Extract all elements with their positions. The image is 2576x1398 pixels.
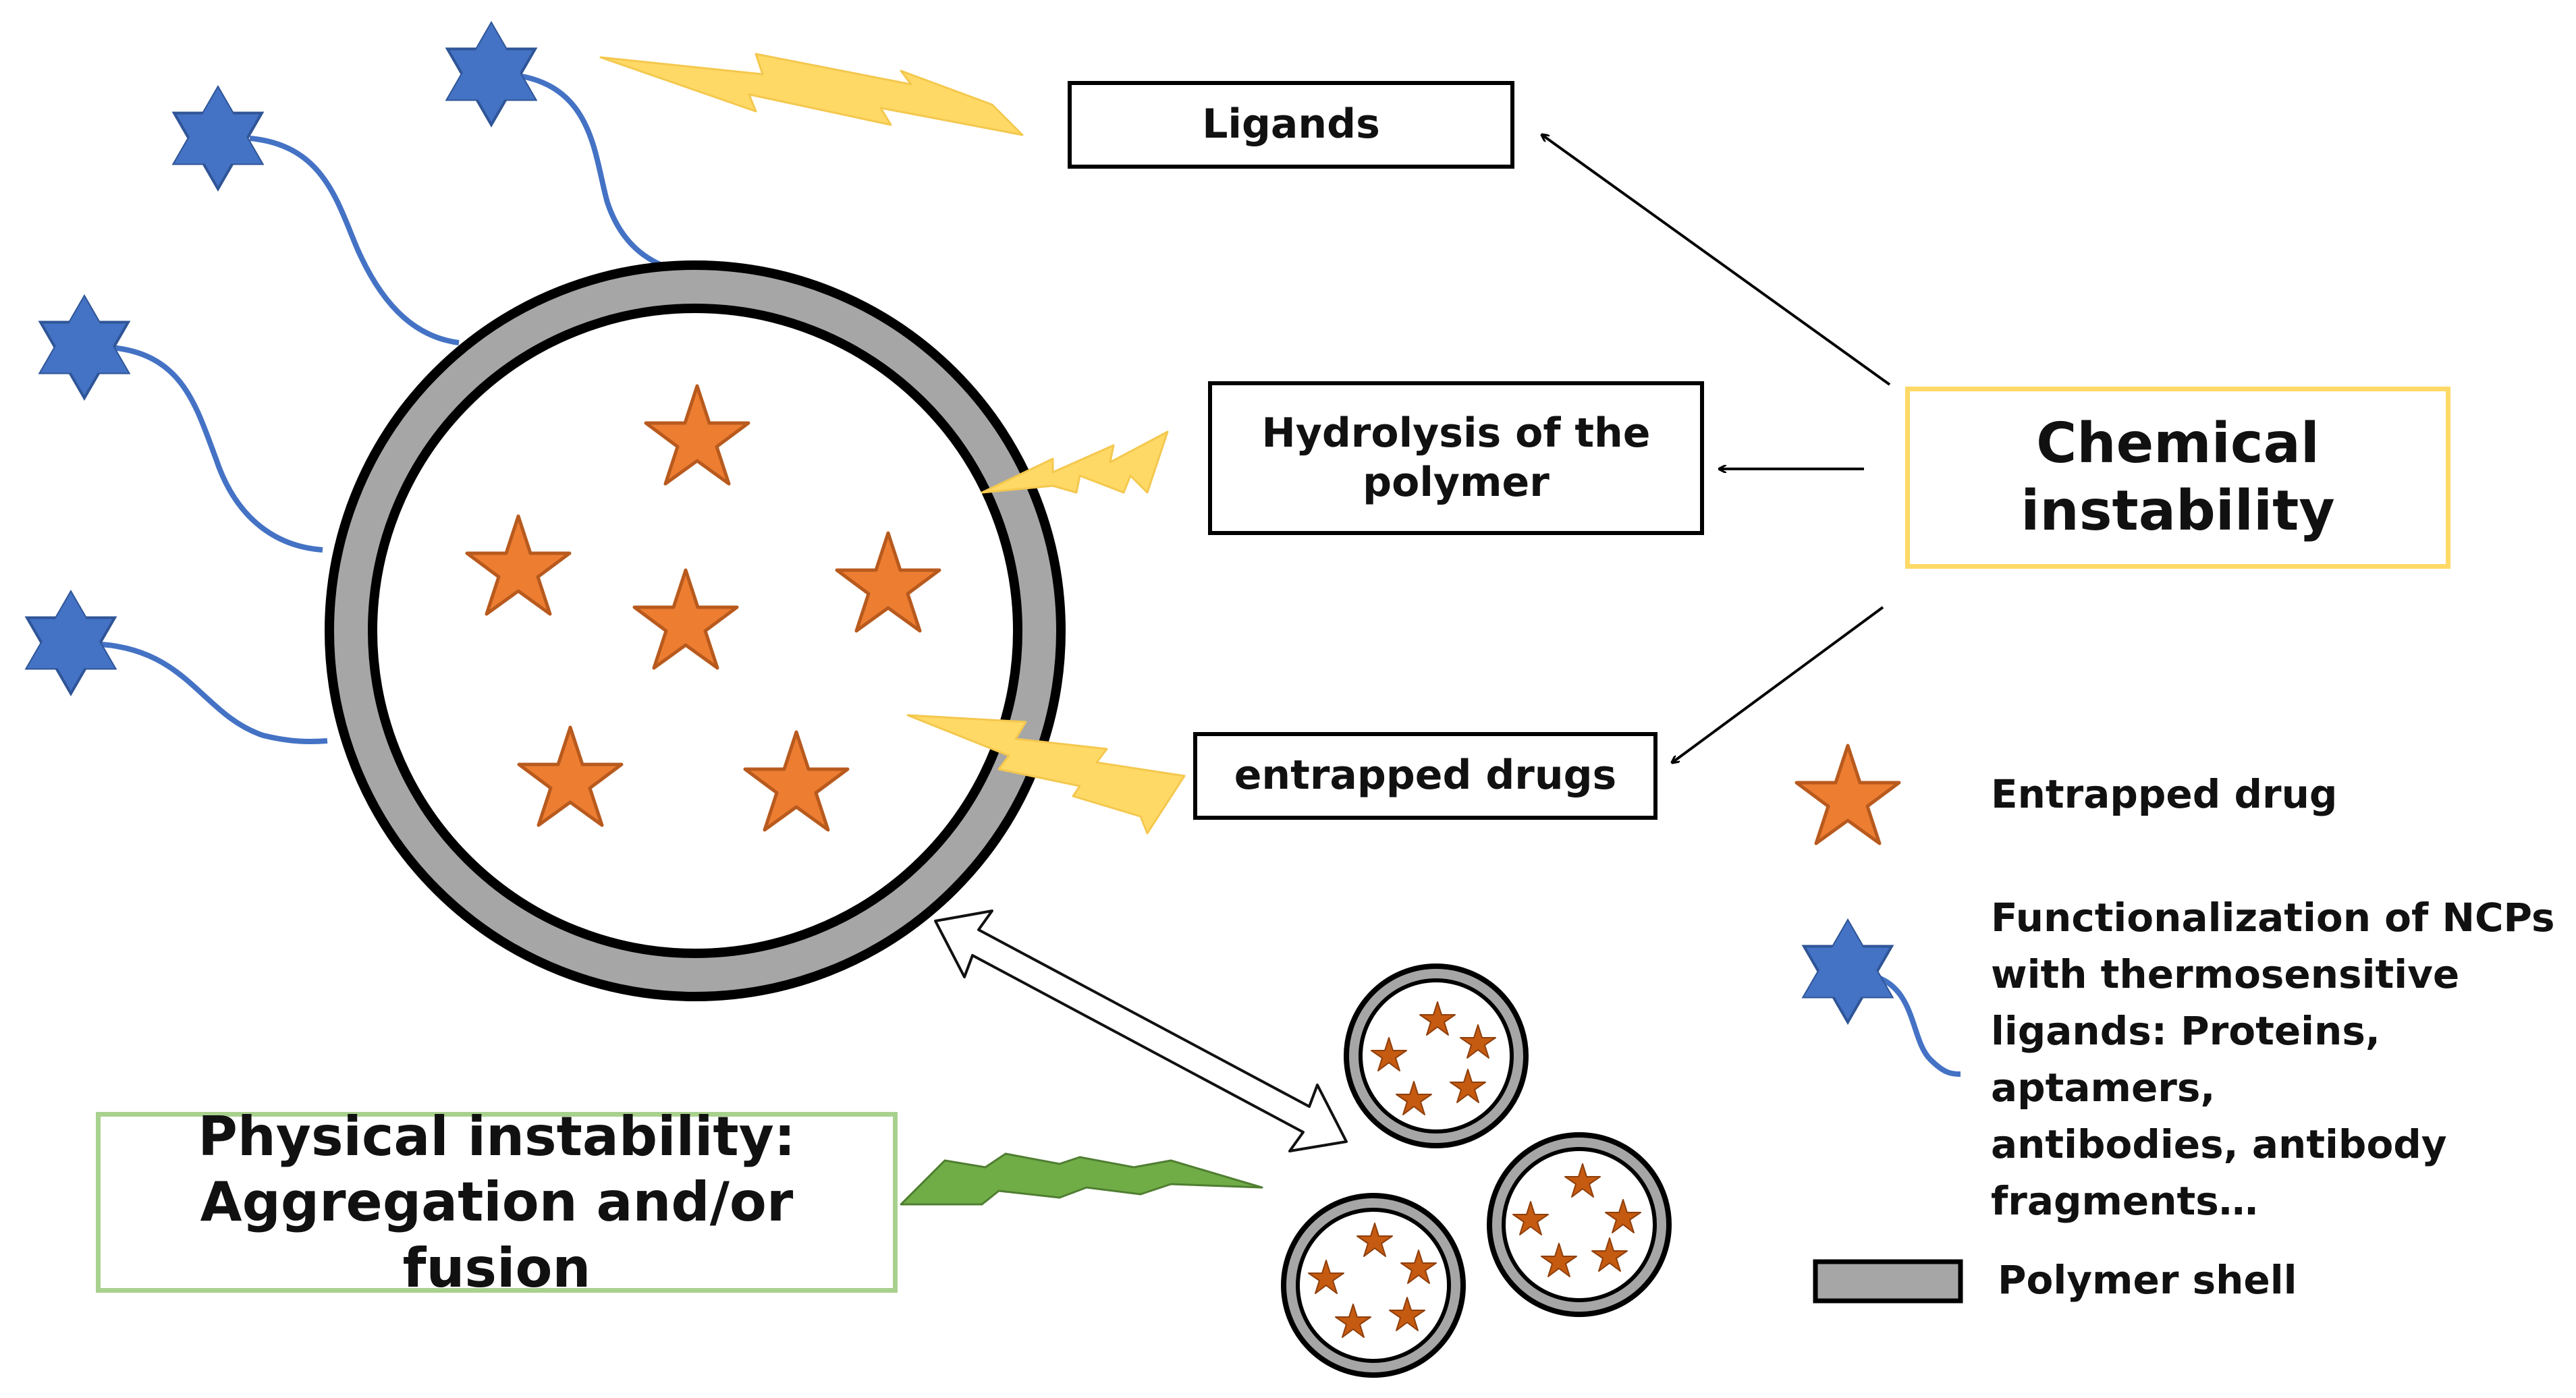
physical-instability-box: Physical instability: Aggregation and/or… xyxy=(96,1105,898,1299)
ligand-star-icon xyxy=(446,22,537,126)
chemical-instability-line1: Chemical xyxy=(2036,411,2320,476)
lightning-bolt-icon xyxy=(981,430,1169,494)
arrow-to-entrapped-drugs xyxy=(1672,606,1884,762)
legend-ligand-line: antibodies, antibody xyxy=(1991,1121,2447,1168)
small-nanoparticle xyxy=(1281,1193,1466,1378)
legend-shell-swatch xyxy=(1813,1259,1963,1304)
ligand-tether xyxy=(249,136,460,345)
physical-instability-line2: Aggregation and/or fusion xyxy=(200,1171,794,1299)
ligand-tether xyxy=(505,72,731,279)
ligand-star-icon xyxy=(26,591,116,695)
hydrolysis-box: Hydrolysis of the polymer xyxy=(1208,381,1704,535)
legend-drug-label: Entrapped drug xyxy=(1991,771,2338,817)
entrapped-drugs-box: entrapped drugs xyxy=(1193,732,1657,820)
arrow-to-ligands xyxy=(1542,135,1891,386)
legend-drug-star-icon xyxy=(1797,746,1899,843)
ligand-star-icon xyxy=(39,296,130,399)
lightning-bolt-icon xyxy=(906,714,1186,835)
legend-ligand-line: fragments… xyxy=(1991,1178,2258,1225)
lightning-bolt-icon xyxy=(900,1152,1263,1206)
legend-shell-label: Polymer shell xyxy=(1998,1257,2297,1303)
ligand-tether xyxy=(101,642,328,745)
legend-ligand-tether xyxy=(1869,972,1961,1077)
ligands-label: Ligands xyxy=(1202,101,1380,148)
chemical-instability-line2: instability xyxy=(2021,479,2335,543)
lightning-bolt-icon xyxy=(599,53,1024,136)
ligand-star-icon xyxy=(173,86,263,190)
legend-ligand-line: with thermosensitive xyxy=(1991,951,2460,998)
legend-ligand-description: Functionalization of NCPs with thermosen… xyxy=(1991,889,2576,1230)
hydrolysis-label: Hydrolysis of the polymer xyxy=(1261,409,1651,506)
legend-ligand-star-icon xyxy=(1803,920,1893,1024)
small-nanoparticle xyxy=(1487,1132,1672,1317)
ligands-box: Ligands xyxy=(1068,81,1514,169)
chemical-instability-box: Chemical instability xyxy=(1905,387,2450,569)
double-arrow-icon xyxy=(934,910,1348,1152)
ligand-tether xyxy=(111,345,323,553)
physical-instability-line1: Physical instability: xyxy=(198,1105,796,1168)
legend-ligand-line: Functionalization of NCPs xyxy=(1991,895,2555,941)
small-nanoparticle xyxy=(1344,963,1529,1148)
legend-ligand-line: ligands: Proteins, aptamers, xyxy=(1991,1008,2380,1111)
entrapped-drugs-label: entrapped drugs xyxy=(1234,752,1617,800)
